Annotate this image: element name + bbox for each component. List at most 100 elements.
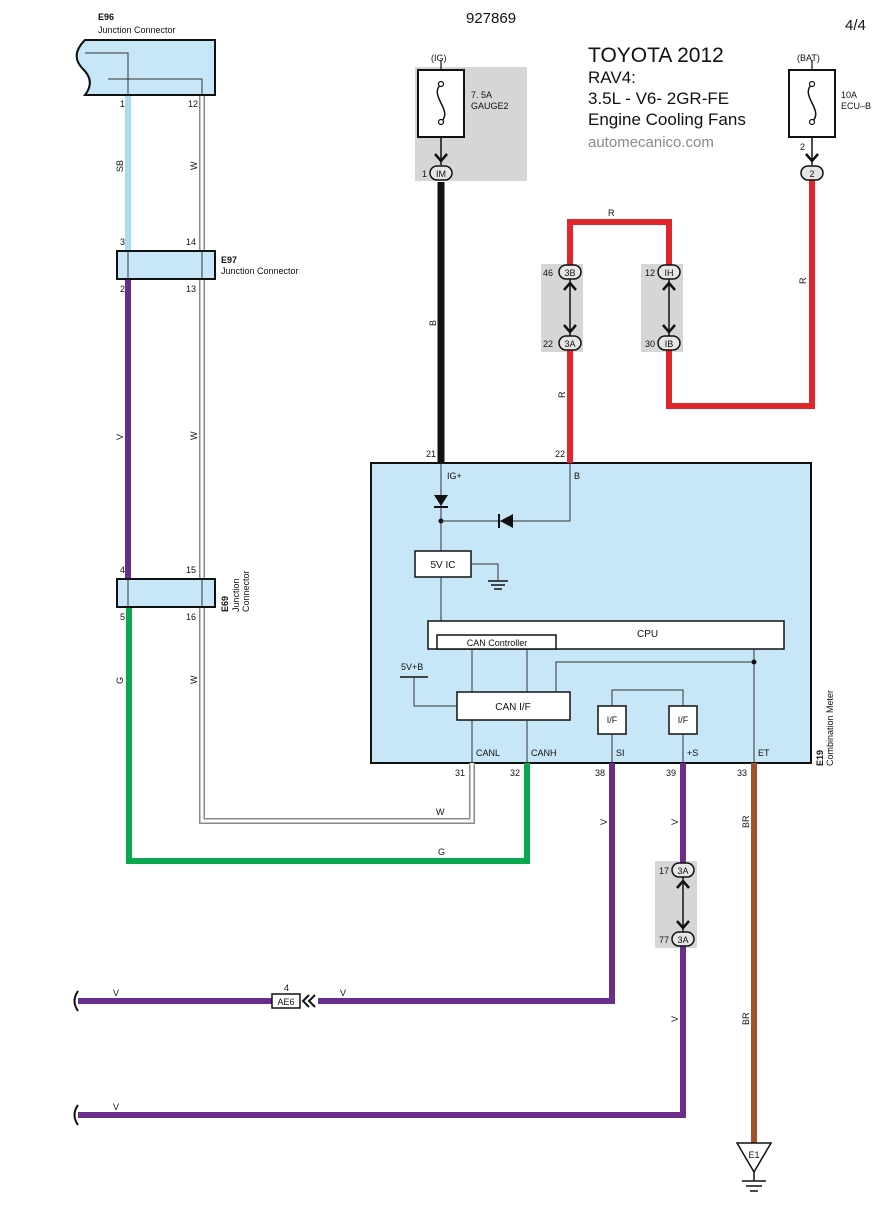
e96-name: Junction Connector bbox=[98, 25, 176, 35]
e97-pin-14: 14 bbox=[186, 237, 196, 247]
e69-pin-15: 15 bbox=[186, 565, 196, 575]
wire-label-w: W bbox=[189, 161, 199, 170]
meter-pin-33: 33 bbox=[737, 768, 747, 778]
meter-trace bbox=[441, 463, 571, 522]
e97-pin-13: 13 bbox=[186, 284, 196, 294]
meter-can-controller bbox=[436, 634, 557, 650]
e69-label: E69 Junction Connector bbox=[220, 570, 251, 612]
connector-ih-label: IH bbox=[665, 268, 674, 278]
connector-ecu-2 bbox=[800, 165, 824, 181]
meter-pin-39: 39 bbox=[666, 768, 676, 778]
connector-ib bbox=[657, 335, 681, 351]
meter-if-s bbox=[668, 705, 698, 735]
wire-r-top bbox=[567, 219, 672, 272]
junction-dot bbox=[751, 659, 757, 665]
wire-label-v: V bbox=[599, 819, 609, 825]
connector-3a-77-pin: 77 bbox=[659, 935, 669, 945]
wire-label-v: V bbox=[670, 819, 680, 825]
connector-3a-17-label: 3A bbox=[677, 866, 688, 876]
connector-im-label: IM bbox=[436, 169, 446, 179]
connector-chevron-icon bbox=[563, 324, 577, 334]
wire-label-v: V bbox=[340, 988, 346, 998]
meter-label-b: B bbox=[574, 471, 580, 481]
meter-5v-ic-label: 5V IC bbox=[430, 560, 455, 571]
meter-term-s: +S bbox=[687, 748, 698, 758]
connector-chevron-icon bbox=[301, 994, 316, 1008]
meter-term-et: ET bbox=[758, 748, 770, 758]
fuse-terminal bbox=[437, 118, 445, 126]
connector-chevron-icon bbox=[434, 153, 448, 163]
wire-label-r: R bbox=[608, 208, 615, 218]
connector-3b-label: 3B bbox=[564, 268, 575, 278]
title-engine: 3.5L - V6- 2GR-FE bbox=[588, 89, 729, 108]
meter-if-si-label: I/F bbox=[607, 715, 618, 725]
connector-ih-pin: 12 bbox=[645, 268, 655, 278]
connector-3a-17-pin: 17 bbox=[659, 866, 669, 876]
diode-icon bbox=[434, 495, 448, 506]
fuse-terminal bbox=[808, 118, 816, 126]
connector-chevron-icon bbox=[676, 920, 690, 930]
meter-can-if-label: CAN I/F bbox=[495, 702, 531, 713]
e96-internal-line bbox=[108, 78, 203, 95]
wire-label-b: B bbox=[428, 320, 438, 326]
fuse-terminal bbox=[437, 80, 445, 88]
connector-chevron-icon bbox=[662, 324, 676, 334]
e69-name-2: Connector bbox=[241, 570, 251, 612]
fuse-ecu-rating: 10A bbox=[841, 90, 857, 100]
meter-5vb-label: 5V+B bbox=[401, 662, 423, 672]
wire-g-canh bbox=[126, 607, 530, 864]
wire-label-w: W bbox=[189, 431, 199, 440]
meter-name: Combination Meter bbox=[825, 690, 835, 766]
connector-im-pin: 1 bbox=[422, 169, 427, 179]
e97-name: Junction Connector bbox=[221, 266, 299, 276]
fuse-gauge-rating: 7. 5A bbox=[471, 90, 492, 100]
wire-break-mark bbox=[73, 1104, 79, 1126]
e97-pin-2: 2 bbox=[120, 284, 125, 294]
combination-meter-body bbox=[370, 462, 812, 764]
wire-label-r: R bbox=[557, 391, 567, 398]
meter-label-ig: IG+ bbox=[447, 471, 462, 481]
wire-label-v: V bbox=[113, 1102, 119, 1112]
ground-e1-triangle bbox=[735, 1142, 773, 1174]
connector-3a-77-label: 3A bbox=[677, 935, 688, 945]
e96-connector bbox=[75, 39, 216, 96]
wire-v-s-out bbox=[78, 946, 686, 1118]
meter-pin-22: 22 bbox=[555, 449, 565, 459]
meter-cpu-label: CPU bbox=[637, 629, 658, 640]
e97-pin-3: 3 bbox=[120, 237, 125, 247]
meter-trace bbox=[555, 661, 754, 692]
diode-icon bbox=[500, 514, 513, 528]
connector-3a-label: 3A bbox=[564, 339, 575, 349]
wire-label-v: V bbox=[113, 988, 119, 998]
fuse-gauge-supply: (IG) bbox=[431, 53, 447, 63]
fuse-gauge-icon bbox=[436, 83, 446, 123]
e96-internal-line bbox=[85, 52, 129, 95]
meter-pin-31: 31 bbox=[455, 768, 465, 778]
e69-pin-4: 4 bbox=[120, 565, 125, 575]
wire-label-g: G bbox=[115, 677, 125, 684]
connector-3a bbox=[558, 335, 582, 351]
connector-ib-label: IB bbox=[665, 339, 674, 349]
fuse-ecu-icon bbox=[807, 83, 817, 123]
wire-label-br: BR bbox=[741, 1012, 751, 1025]
meter-term-si: SI bbox=[616, 748, 625, 758]
connector-chevron-icon bbox=[676, 879, 690, 889]
wire-r-to-ecu bbox=[666, 180, 815, 409]
fuse-terminal bbox=[808, 80, 816, 88]
meter-pin-21: 21 bbox=[426, 449, 436, 459]
e69-pin-16: 16 bbox=[186, 612, 196, 622]
connector-chevron-icon bbox=[805, 153, 819, 163]
wire-break-mark bbox=[73, 990, 79, 1012]
fuse-gauge-name: GAUGE2 bbox=[471, 101, 509, 111]
doc-number: 927869 bbox=[466, 10, 516, 27]
e96-pin-1: 1 bbox=[120, 99, 125, 109]
connector-chevron-icon bbox=[662, 281, 676, 291]
wire-label-v: V bbox=[670, 1016, 680, 1022]
fuse-ecu-supply: (BAT) bbox=[797, 53, 820, 63]
meter-can-controller-label: CAN Controller bbox=[467, 638, 528, 648]
wire-label-g: G bbox=[438, 847, 445, 857]
connector-3a-77 bbox=[671, 931, 695, 947]
meter-if-si bbox=[597, 705, 627, 735]
wire-label-w: W bbox=[436, 807, 445, 817]
